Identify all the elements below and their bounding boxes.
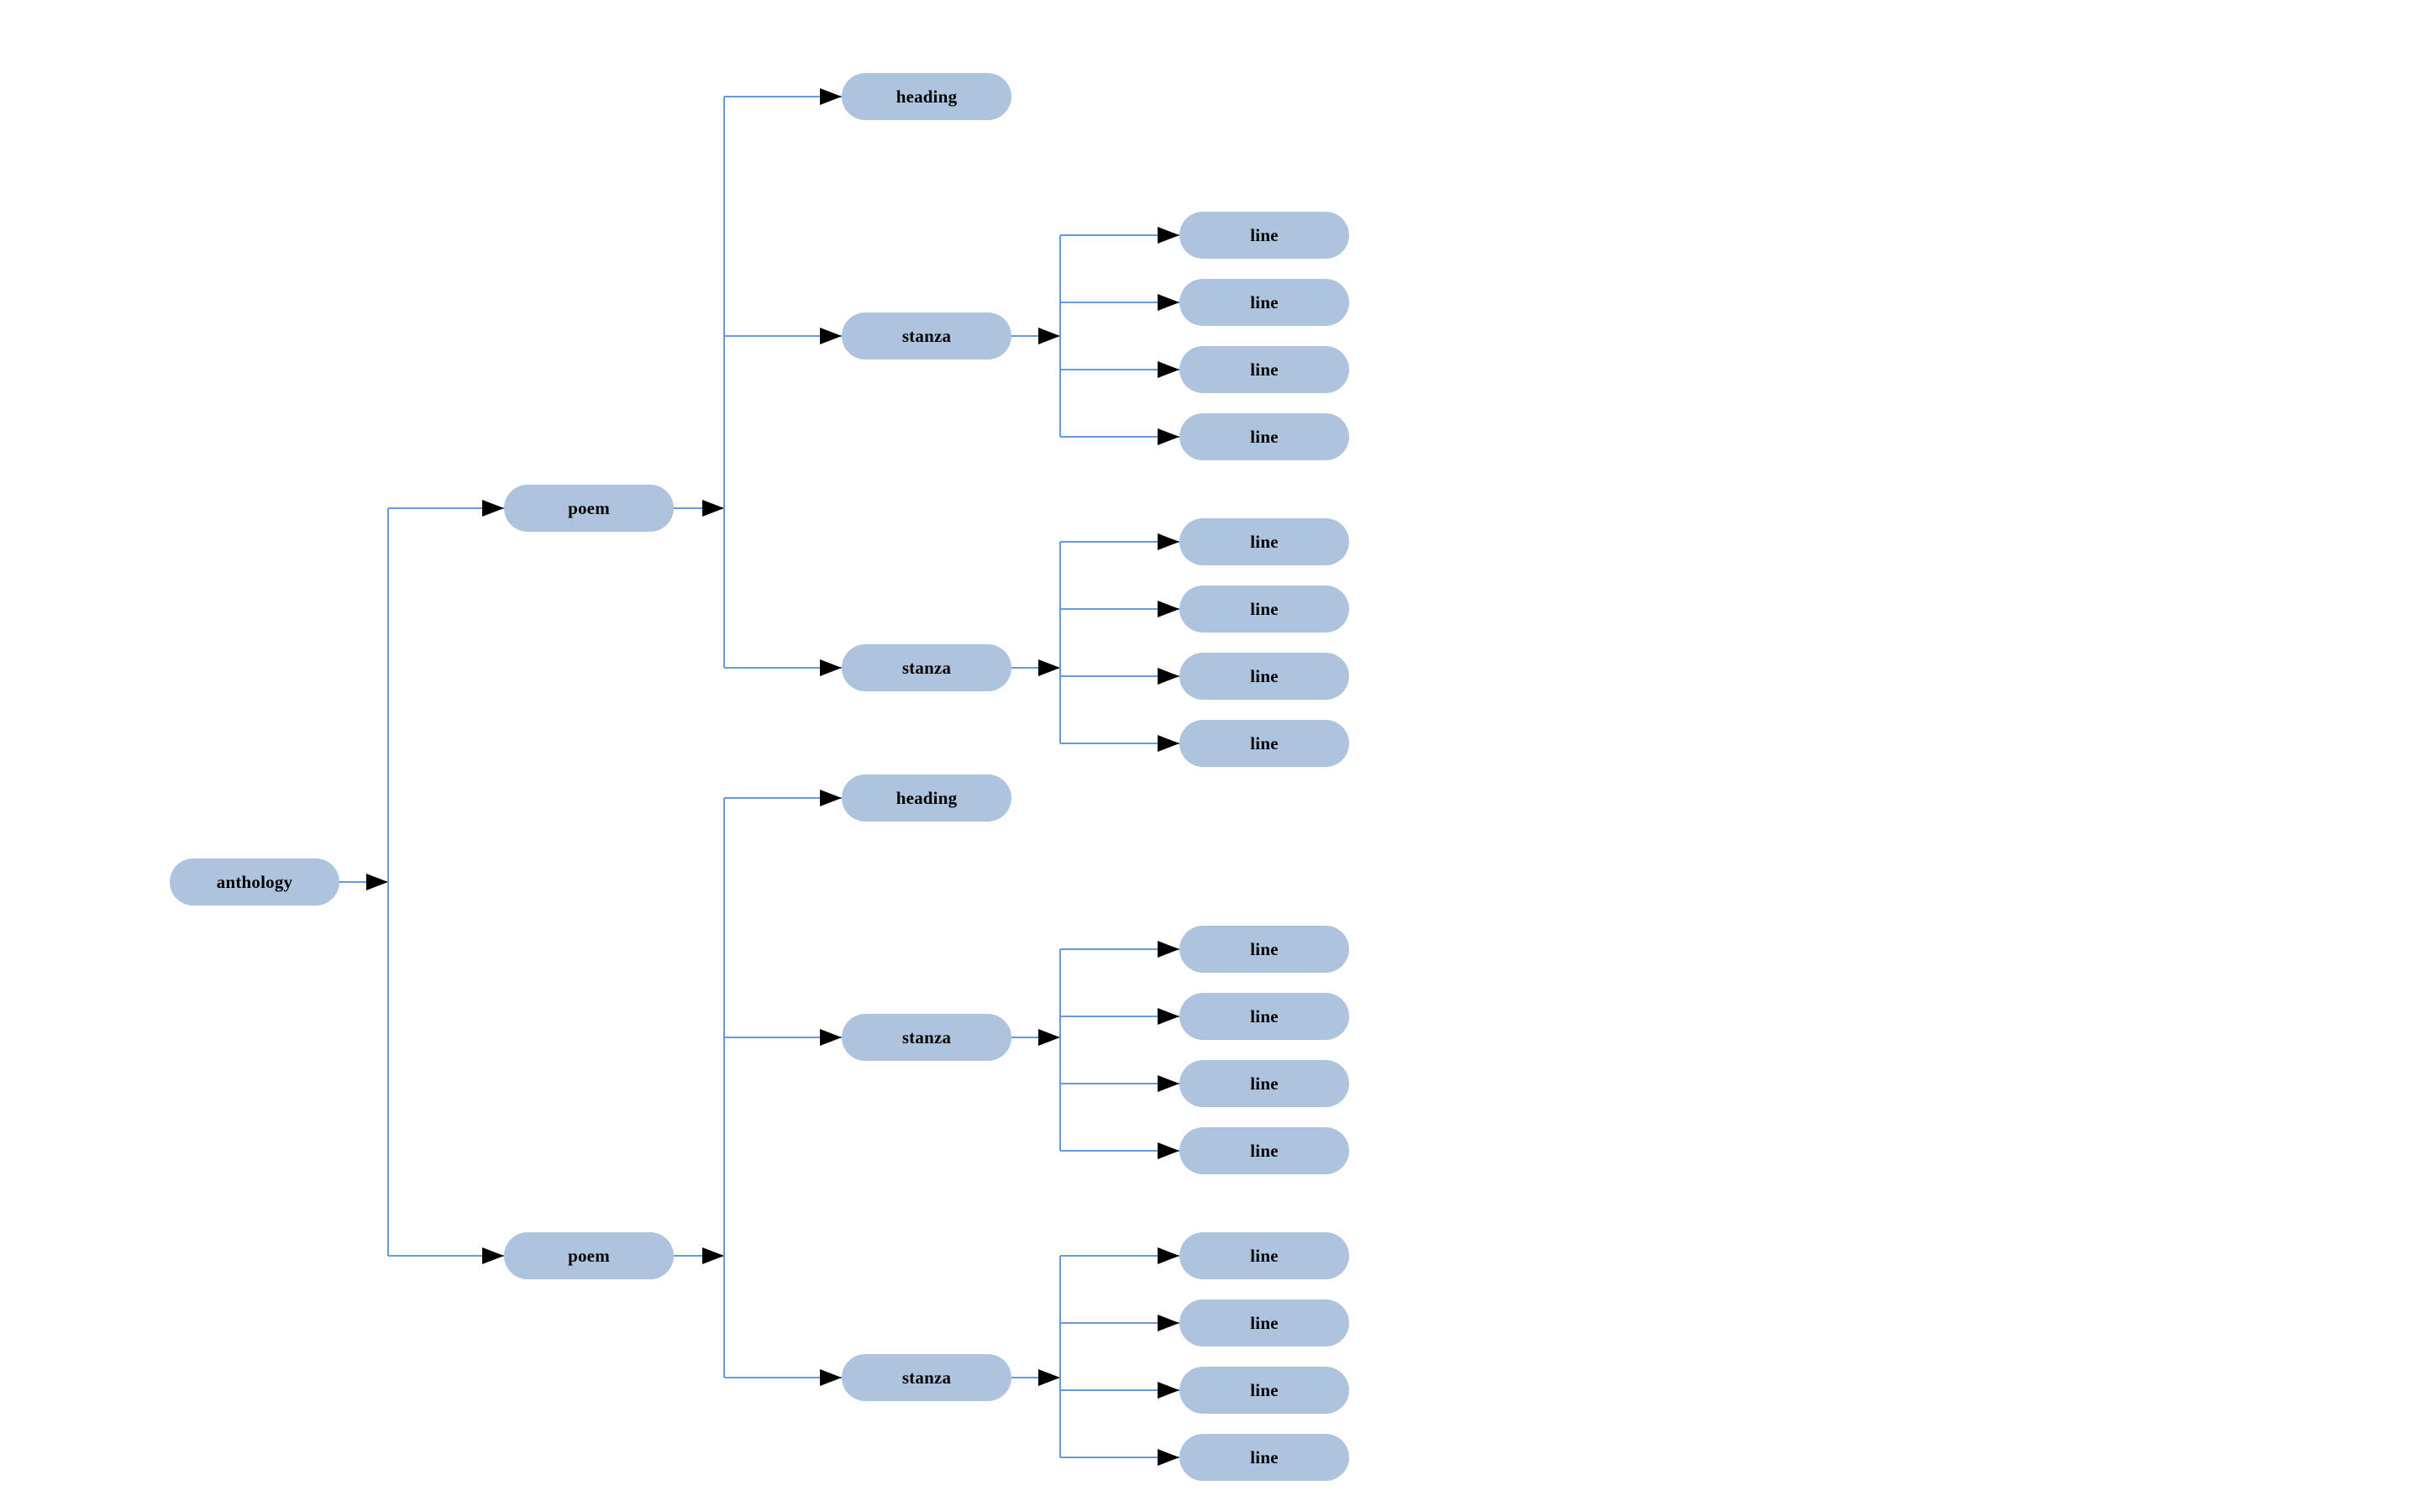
node-s1l3[interactable]: line xyxy=(1179,346,1349,393)
arrowhead-icon xyxy=(820,1369,842,1386)
node-label: line xyxy=(1250,359,1279,380)
node-label: heading xyxy=(895,86,958,107)
arrowhead-icon xyxy=(820,88,842,105)
node-s4l1[interactable]: line xyxy=(1179,1232,1349,1279)
node-label: line xyxy=(1250,938,1279,959)
arrowhead-icon xyxy=(1158,428,1179,445)
arrowhead-icon xyxy=(1158,1247,1179,1264)
node-label: poem xyxy=(568,1245,610,1266)
node-label: line xyxy=(1250,1379,1279,1400)
arrowhead-icon xyxy=(820,659,842,676)
node-s4l4[interactable]: line xyxy=(1179,1434,1349,1481)
node-label: line xyxy=(1250,1245,1279,1266)
node-heading2[interactable]: heading xyxy=(842,774,1011,822)
node-label: stanza xyxy=(901,657,952,678)
arrowhead-icon xyxy=(482,500,504,517)
arrowhead-icon xyxy=(1158,533,1179,550)
node-poem1[interactable]: poem xyxy=(504,485,674,532)
node-label: line xyxy=(1250,291,1279,312)
node-stanza4[interactable]: stanza xyxy=(842,1354,1011,1401)
node-s2l4[interactable]: line xyxy=(1179,720,1349,767)
arrowhead-icon xyxy=(1158,601,1179,617)
arrowhead-icon xyxy=(1158,941,1179,958)
node-label: line xyxy=(1250,224,1279,245)
arrowhead-icon xyxy=(702,500,724,517)
node-label: line xyxy=(1250,1005,1279,1026)
node-label: poem xyxy=(568,497,610,518)
node-label: line xyxy=(1250,426,1279,447)
node-label: line xyxy=(1250,665,1279,686)
node-label: line xyxy=(1250,598,1279,619)
arrowhead-icon xyxy=(1158,1008,1179,1025)
arrowhead-icon xyxy=(1158,1142,1179,1159)
node-heading1[interactable]: heading xyxy=(842,73,1011,120)
node-label: stanza xyxy=(901,1026,952,1047)
arrowhead-icon xyxy=(1038,1369,1060,1386)
arrowhead-icon xyxy=(1158,1075,1179,1092)
node-label: stanza xyxy=(901,325,952,346)
node-stanza2[interactable]: stanza xyxy=(842,644,1011,691)
arrowhead-icon xyxy=(482,1247,504,1264)
arrowhead-icon xyxy=(702,1247,724,1264)
node-s3l2[interactable]: line xyxy=(1179,993,1349,1040)
arrowhead-icon xyxy=(366,874,388,890)
node-stanza1[interactable]: stanza xyxy=(842,312,1011,360)
node-s2l1[interactable]: line xyxy=(1179,518,1349,565)
node-s2l3[interactable]: line xyxy=(1179,653,1349,700)
node-label: stanza xyxy=(901,1367,952,1388)
arrowhead-icon xyxy=(1158,361,1179,378)
node-s3l1[interactable]: line xyxy=(1179,926,1349,973)
node-s4l2[interactable]: line xyxy=(1179,1299,1349,1347)
arrowhead-icon xyxy=(820,1029,842,1046)
arrowhead-icon xyxy=(1158,1449,1179,1466)
node-label: line xyxy=(1250,1312,1279,1333)
arrowhead-icon xyxy=(820,790,842,806)
arrowhead-icon xyxy=(1038,328,1060,344)
node-label: line xyxy=(1250,1446,1279,1467)
arrowhead-icon xyxy=(1158,1382,1179,1399)
node-label: line xyxy=(1250,1073,1279,1094)
arrowhead-icon xyxy=(1158,227,1179,244)
node-s3l4[interactable]: line xyxy=(1179,1127,1349,1174)
arrowhead-icon xyxy=(1038,1029,1060,1046)
arrowhead-icon xyxy=(820,328,842,344)
arrowhead-icon xyxy=(1158,1315,1179,1331)
node-stanza3[interactable]: stanza xyxy=(842,1014,1011,1061)
node-s1l4[interactable]: line xyxy=(1179,413,1349,460)
node-label: line xyxy=(1250,1140,1279,1161)
node-label: line xyxy=(1250,732,1279,753)
node-s1l1[interactable]: line xyxy=(1179,212,1349,259)
arrowhead-icon xyxy=(1158,294,1179,311)
node-s1l2[interactable]: line xyxy=(1179,279,1349,326)
node-anthology[interactable]: anthology xyxy=(170,858,339,906)
node-s3l3[interactable]: line xyxy=(1179,1060,1349,1107)
arrowhead-icon xyxy=(1038,659,1060,676)
node-s4l3[interactable]: line xyxy=(1179,1367,1349,1414)
node-s2l2[interactable]: line xyxy=(1179,585,1349,633)
node-label: heading xyxy=(895,787,958,808)
node-label: anthology xyxy=(216,871,293,892)
arrowhead-icon xyxy=(1158,735,1179,752)
arrowhead-icon xyxy=(1158,668,1179,685)
node-label: line xyxy=(1250,531,1279,552)
node-poem2[interactable]: poem xyxy=(504,1232,674,1279)
